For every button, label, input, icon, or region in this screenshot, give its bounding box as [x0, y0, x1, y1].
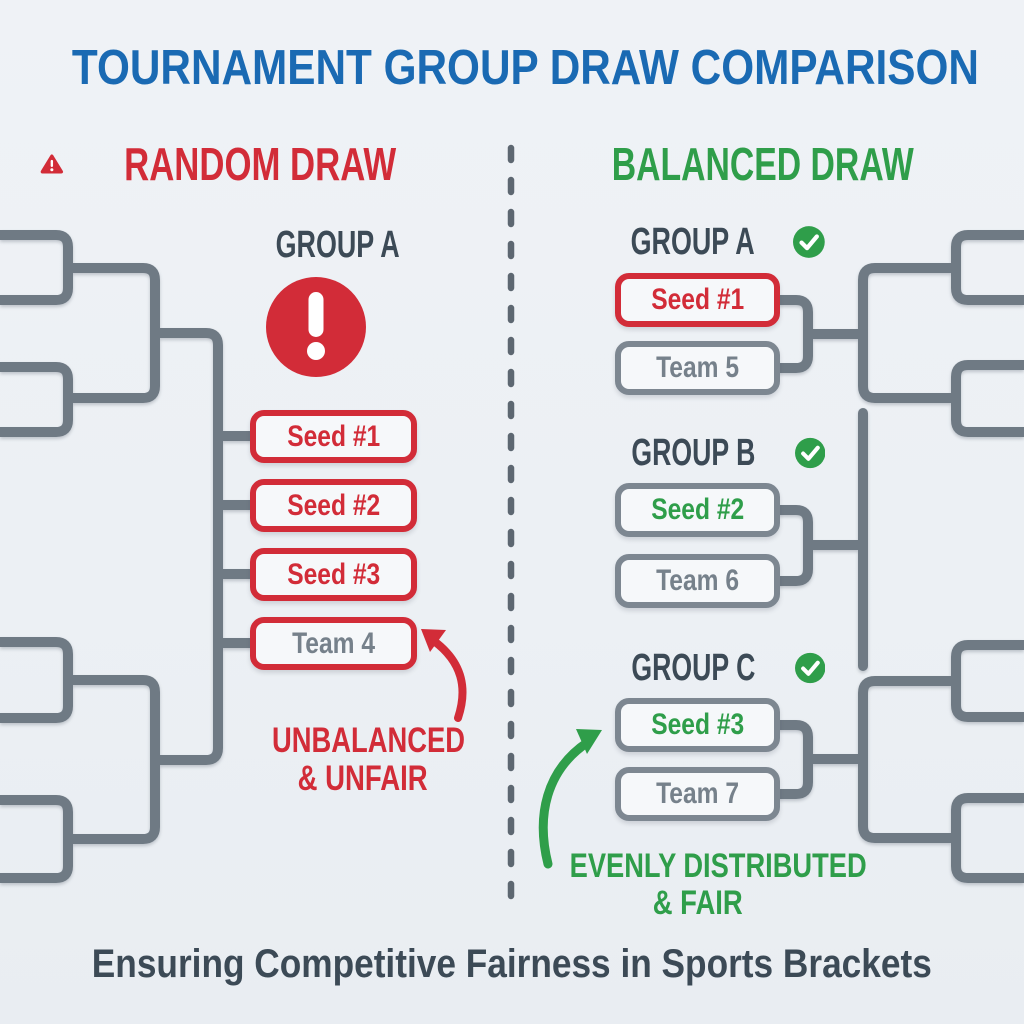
group-b-label: GROUP B: [631, 432, 756, 474]
random-draw-header: RANDOM DRAW: [40, 131, 440, 197]
team-box-label: Team 5: [656, 351, 739, 384]
warning-triangle-icon: [40, 154, 64, 174]
team-box-seed2-right: Seed #2: [615, 483, 780, 537]
team-box-team5: Team 5: [615, 341, 780, 395]
team-box-label: Team 4: [292, 626, 375, 660]
check-circle-icon: [794, 652, 825, 684]
team-box-seed3-right: Seed #3: [615, 698, 780, 752]
fair-arrow-icon: [538, 729, 602, 869]
team-box-seed2-left: Seed #2: [250, 479, 417, 532]
unbalanced-verdict: UNBALANCED & UNFAIR: [245, 722, 480, 798]
team-box-label: Seed #2: [650, 493, 744, 526]
page-title-text: TOURNAMENT GROUP DRAW COMPARISON: [71, 41, 979, 95]
team-box-seed1-left: Seed #1: [250, 410, 417, 463]
unbalanced-verdict-line2: & UNFAIR: [297, 759, 428, 798]
unbalanced-arrow-icon: [421, 629, 467, 722]
team-box-team4-left: Team 4: [250, 617, 417, 670]
group-c-label: GROUP C: [631, 647, 756, 689]
fair-verdict-line2: & FAIR: [652, 884, 743, 922]
team-box-label: Seed #1: [286, 419, 380, 453]
random-draw-title: RANDOM DRAW: [123, 138, 396, 190]
check-circle-icon: [794, 437, 825, 469]
team-box-label: Seed #1: [650, 283, 744, 316]
team-box-team6: Team 6: [615, 554, 780, 608]
group-b-row: GROUP B: [605, 426, 825, 480]
balanced-draw-header: BALANCED DRAW: [545, 131, 965, 197]
bottom-caption: Ensuring Competitive Fairness in Sports …: [0, 942, 1024, 987]
fair-verdict-line1: EVENLY DISTRIBUTED: [569, 847, 867, 885]
group-a-row: GROUP A: [605, 215, 825, 269]
team-box-label: Seed #3: [650, 708, 744, 741]
check-circle-icon: [793, 226, 825, 258]
team-box-seed3-left: Seed #3: [250, 548, 417, 601]
group-c-row: GROUP C: [605, 641, 825, 695]
left-group-a-label: GROUP A: [275, 224, 400, 266]
group-a-label: GROUP A: [630, 221, 755, 263]
fair-verdict: EVENLY DISTRIBUTED & FAIR: [533, 848, 867, 922]
page-title: TOURNAMENT GROUP DRAW COMPARISON: [0, 40, 1024, 96]
balanced-draw-title: BALANCED DRAW: [612, 138, 915, 190]
team-box-label: Team 7: [656, 777, 739, 810]
team-box-team7: Team 7: [615, 767, 780, 821]
unbalanced-verdict-line1: UNBALANCED: [271, 721, 465, 760]
team-box-label: Seed #3: [286, 557, 380, 591]
team-box-label: Team 6: [656, 564, 739, 597]
bottom-caption-text: Ensuring Competitive Fairness in Sports …: [92, 942, 932, 986]
team-box-seed1-right: Seed #1: [615, 273, 780, 327]
exclamation-circle-icon: [266, 277, 366, 377]
team-box-label: Seed #2: [286, 488, 380, 522]
